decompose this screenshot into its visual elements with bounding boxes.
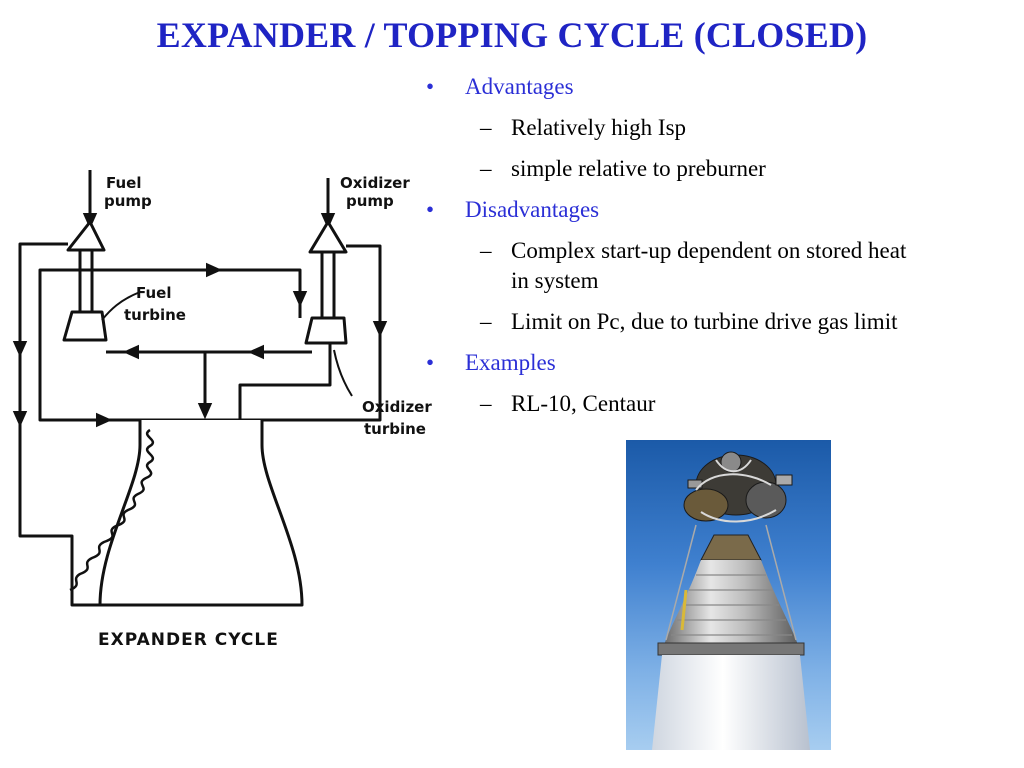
disadvantages-label: Disadvantages	[465, 197, 600, 222]
oxidizer-turbine-shape	[304, 316, 348, 345]
oxidizer-pump-label-line2: pump	[346, 192, 394, 210]
sub-bullet: – simple relative to preburner	[480, 156, 766, 181]
sub-bullet: – Relatively high Isp	[480, 115, 687, 140]
oxidizer-turbine-label-line2: turbine	[364, 420, 426, 438]
rl10-engine-photo	[626, 440, 831, 750]
cooling-coil	[69, 428, 155, 592]
slide-title: EXPANDER / TOPPING CYCLE (CLOSED)	[156, 15, 868, 55]
disadvantage-item-1-line1: Complex start-up dependent on stored hea…	[511, 238, 907, 263]
oxidizer-pump-label-line1: Oxidizer	[340, 174, 410, 192]
bullet-list: • Advantages – Relatively high Isp – sim…	[420, 72, 1020, 430]
fuel-turbine-label-line2: turbine	[124, 306, 186, 324]
fuel-turbine-label-line1: Fuel	[136, 284, 172, 302]
disadvantage-item-1-line2: in system	[511, 268, 599, 293]
advantages-label: Advantages	[465, 74, 574, 99]
advantage-item-1: Relatively high Isp	[511, 115, 687, 140]
fuel-pump-shape	[66, 220, 106, 252]
oxidizer-turbine-label-line1: Oxidizer	[362, 398, 432, 416]
examples-label: Examples	[465, 350, 556, 375]
bullet-dot: •	[426, 350, 435, 375]
sub-bullet: – Complex start-up dependent on stored h…	[420, 236, 1020, 296]
bullet-dot: •	[426, 197, 435, 222]
thrust-chamber-shape	[98, 420, 304, 607]
bullet-examples: • Examples	[420, 348, 1020, 378]
diagram-caption: EXPANDER CYCLE	[98, 630, 279, 650]
oxidizer-pump-shape	[308, 220, 348, 254]
bullet-advantages: • Advantages	[420, 72, 1020, 102]
bullet-disadvantages: • Disadvantages	[420, 195, 1020, 225]
fuel-pump-label-line2: pump	[104, 192, 152, 210]
sub-bullet: – RL-10, Centaur	[480, 391, 656, 416]
fuel-turbine-shape	[62, 310, 108, 342]
fuel-pump-label-line1: Fuel	[106, 174, 142, 192]
example-item-1: RL-10, Centaur	[511, 391, 656, 416]
expander-cycle-diagram: Fuel pump Oxidizer pump Fuel turbine Oxi…	[0, 160, 440, 660]
sub-bullet: – Limit on Pc, due to turbine drive gas …	[480, 309, 898, 334]
advantage-item-2: simple relative to preburner	[511, 156, 766, 181]
bullet-dot: •	[426, 74, 435, 99]
disadvantage-item-2: Limit on Pc, due to turbine drive gas li…	[511, 309, 898, 334]
